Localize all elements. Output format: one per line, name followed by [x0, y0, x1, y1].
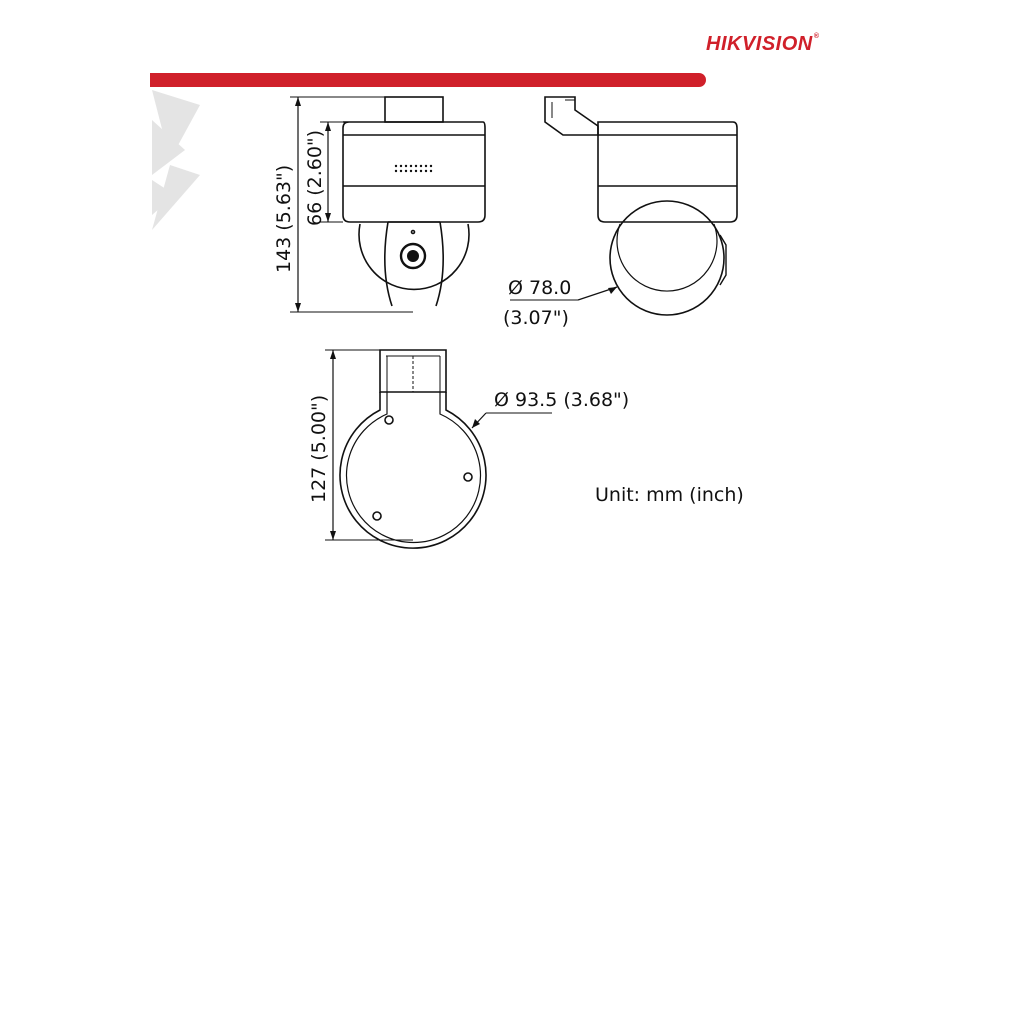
front-view	[290, 96, 486, 313]
registered-mark: ®	[813, 33, 820, 40]
dome-diameter-label: Ø 78.0	[508, 277, 571, 299]
brand-watermark-shape	[152, 90, 200, 230]
header-red-bar	[150, 73, 706, 87]
front-base-body	[342, 121, 486, 223]
mount-hole	[463, 472, 473, 482]
front-mount-tab	[384, 96, 444, 123]
bracket-height-label: 127 (5.00")	[308, 395, 330, 503]
mount-hole	[372, 511, 382, 521]
bracket-top-view	[325, 349, 552, 549]
brand-name: HIKVISION	[706, 33, 813, 55]
camera-lens-icon	[399, 242, 427, 270]
side-base-body	[597, 121, 738, 223]
dome-diameter-inch-label: (3.07")	[503, 307, 569, 329]
side-view	[510, 96, 738, 316]
base-height-label: 66 (2.60")	[304, 130, 326, 226]
mount-hole	[384, 415, 394, 425]
hikvision-logo: HIKVISION®	[706, 33, 819, 56]
speaker-vent-dots	[394, 164, 433, 173]
unit-label: Unit: mm (inch)	[595, 484, 744, 506]
front-dome	[358, 223, 470, 291]
side-mount-bracket	[544, 96, 599, 136]
total-height-label: 143 (5.63")	[273, 165, 295, 273]
bracket-diameter-label: Ø 93.5 (3.68")	[494, 389, 629, 411]
side-dome	[609, 200, 725, 316]
bracket-ring	[339, 392, 487, 549]
